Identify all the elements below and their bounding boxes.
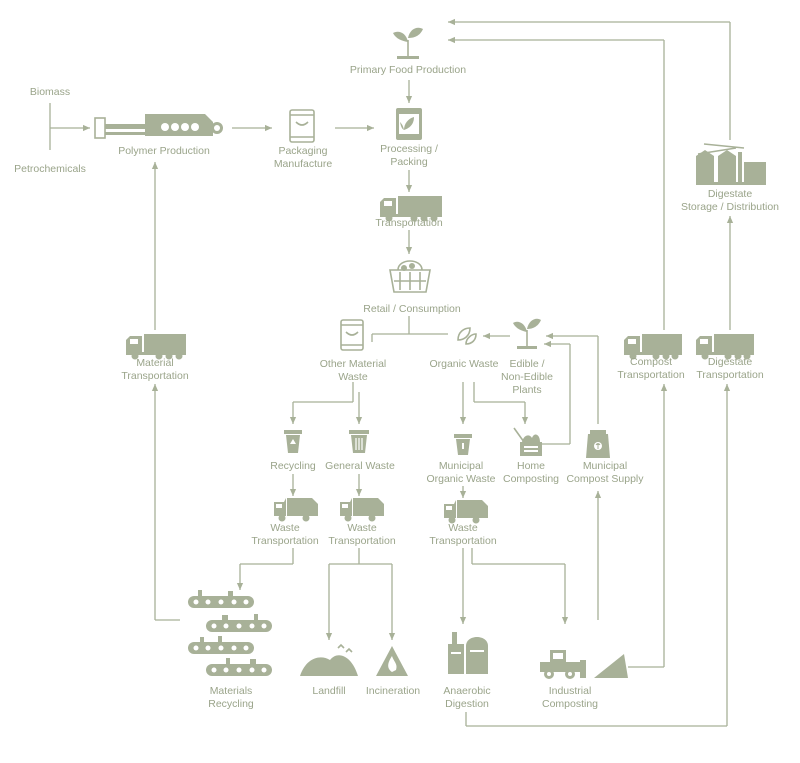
- truck-icon: [696, 334, 754, 360]
- transportation-label: Transportation: [375, 217, 442, 229]
- landfill-label: Landfill: [312, 685, 345, 697]
- leaves-icon: [457, 327, 477, 345]
- fire-icon: [376, 646, 408, 676]
- truck-icon: [380, 196, 442, 222]
- conveyor-icon: [206, 614, 272, 632]
- conveyor-icon: [188, 590, 254, 608]
- digester-icon: [448, 632, 488, 674]
- garbage-truck-icon: [340, 498, 384, 522]
- biomass-label: Biomass: [30, 86, 70, 98]
- bag-icon: [340, 319, 364, 351]
- garbage-truck-icon: [274, 498, 318, 522]
- conveyor-icon: [188, 636, 254, 654]
- polymer-production-label: Polymer Production: [118, 145, 210, 157]
- truck-icon: [624, 334, 682, 360]
- trash-bin-icon: [349, 430, 369, 453]
- recycle-bin-icon: [284, 430, 302, 453]
- basket-icon: [389, 260, 431, 293]
- labels: Biomass Petrochemicals Polymer Productio…: [14, 64, 779, 710]
- compost-sack-icon: [586, 430, 610, 458]
- landfill-icon: [300, 643, 358, 676]
- conveyor-icon: [206, 658, 272, 676]
- organic-waste-label: Organic Waste: [429, 358, 498, 370]
- general-waste-label: General Waste: [325, 460, 395, 472]
- bag-icon: [396, 108, 422, 140]
- connectors: [49, 18, 734, 727]
- sprout-icon: [393, 27, 423, 59]
- primary-food-production-label: Primary Food Production: [350, 64, 466, 76]
- retail-consumption-label: Retail / Consumption: [363, 303, 461, 315]
- garbage-truck-icon: [444, 500, 488, 524]
- truck-icon: [126, 334, 186, 360]
- sprout-icon: [513, 318, 541, 349]
- recycling-label: Recycling: [270, 460, 316, 472]
- silo-icon: [696, 143, 766, 185]
- compost-bin-icon: [454, 434, 472, 455]
- processing-packing-label: Processing /Packing: [380, 143, 438, 168]
- petrochemicals-label: Petrochemicals: [14, 163, 86, 175]
- bag-icon: [289, 109, 315, 143]
- incineration-label: Incineration: [366, 685, 420, 697]
- extruder-icon: [94, 114, 223, 139]
- compost-bin-icon: [513, 427, 542, 456]
- bulldozer-icon: [540, 650, 628, 679]
